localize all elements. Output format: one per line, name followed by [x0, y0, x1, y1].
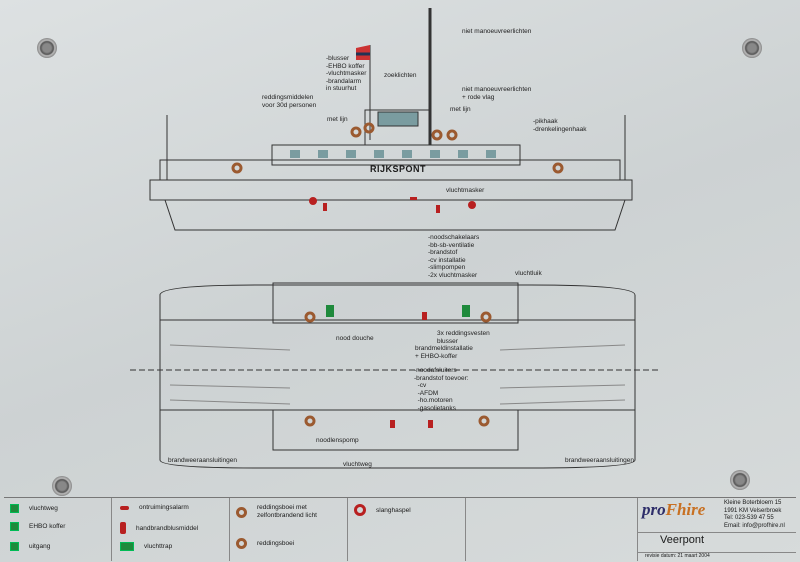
- label-engine-room: -noodschakelaars -bb-sb-ventilatie -bran…: [428, 234, 480, 279]
- legend-ehbo: EHBO koffer: [29, 523, 66, 530]
- legend-col-2: ontruimingsalarm handbrandblusmiddel vlu…: [112, 498, 230, 561]
- label-vluchtmasker: vluchtmasker: [446, 187, 485, 194]
- mounting-bolt: [37, 38, 57, 58]
- label-bridge-equipment: -blusser -EHBO koffer -vluchtmasker -bra…: [326, 55, 367, 92]
- label-brandweeraansluitingen: brandweeraansluitingen: [565, 457, 635, 464]
- label-vluchtluik: vluchtluik: [515, 270, 542, 277]
- first-aid-icon: [10, 522, 19, 531]
- mounting-bolt: [52, 476, 72, 496]
- hose-reel-icon: [354, 504, 366, 516]
- legend-col-3: reddingsboei met zelfontbrandend licht r…: [230, 498, 348, 561]
- legend-slanghaspel: slanghaspel: [376, 506, 411, 514]
- alarm-icon: [120, 505, 129, 510]
- label-met-lijn: met lijn: [327, 116, 348, 123]
- label-nmv1: niet manoeuvreerlichten: [462, 28, 532, 35]
- label-nmv2: niet manoeuvreerlichten + rode vlag: [462, 86, 532, 101]
- label-pikhaak: -pikhaak -drenkelingenhaak: [533, 118, 587, 133]
- legend: vluchtweg EHBO koffer uitgang ontruiming…: [4, 497, 796, 561]
- ship-name: RIJKSPONT: [370, 164, 427, 174]
- label-brandmeld: brandmeldinstallatie + EHBO-koffer: [415, 345, 473, 360]
- label-nood-douche: nood douche: [336, 335, 374, 342]
- label-met-lijn: met lijn: [450, 106, 471, 113]
- legend-vluchtweg: vluchtweg: [29, 505, 58, 512]
- legend-col-1: vluchtweg EHBO koffer uitgang: [4, 498, 112, 561]
- label-zoeklichten: zoeklichten: [384, 72, 417, 79]
- label-reddingsvesten: 3x reddingsvesten blusser: [437, 330, 490, 345]
- lifebuoy-icon: [236, 538, 247, 549]
- label-noodlenspomp: noodlenspomp: [316, 437, 359, 444]
- label-reddingsmiddelen: reddingsmiddelen voor 30d personen: [262, 94, 317, 109]
- legend-col-4: slanghaspel: [348, 498, 466, 561]
- lifebuoy-light-icon: [236, 506, 247, 518]
- legend-handbrandblusmiddel: handbrandblusmiddel: [136, 524, 199, 532]
- legend-reddingsboei: reddingsboei: [257, 540, 295, 547]
- label-vluchtweg: vluchtweg: [343, 461, 372, 468]
- revision-date: revisie datum: 21 maart 2004: [645, 553, 710, 559]
- legend-ontruimingsalarm: ontruimingsalarm: [139, 504, 189, 511]
- mounting-bolt: [730, 470, 750, 490]
- company-address: Kleine Boterbloem 15 1991 KM Velserbroek…: [724, 500, 785, 529]
- side-view: [149, 8, 633, 231]
- plan-title: Veerpont: [660, 534, 705, 546]
- profhire-logo: proFhire: [642, 500, 706, 519]
- top-view: [130, 282, 660, 469]
- mounting-bolt: [742, 38, 762, 58]
- label-afsluiters: -noodafsluiters -brandstof toevoer: -cv …: [414, 367, 469, 412]
- emergency-exit-icon: [10, 504, 19, 513]
- legend-vluchttrap: vluchttrap: [144, 543, 173, 550]
- exit-door-icon: [10, 542, 19, 551]
- fire-extinguisher-icon: [120, 522, 126, 534]
- legend-uitgang: uitgang: [29, 543, 51, 550]
- legend-boei-licht: reddingsboei met zelfontbrandend licht: [257, 504, 317, 519]
- label-brandweeraansluitingen: brandweeraansluitingen: [168, 457, 238, 464]
- legend-col-empty: [466, 498, 638, 561]
- escape-ladder-icon: [120, 542, 134, 551]
